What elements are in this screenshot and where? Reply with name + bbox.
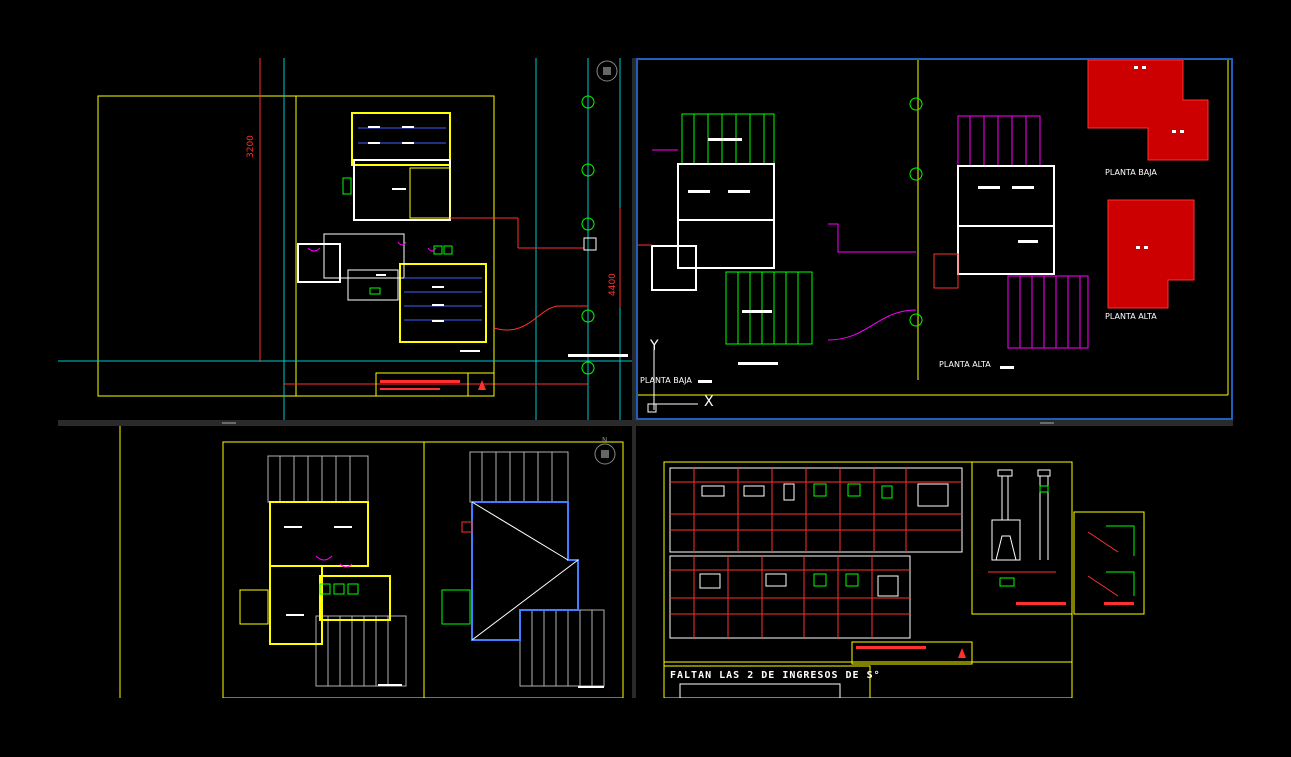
splitter-vertical[interactable] bbox=[632, 58, 636, 698]
viewport-top-right[interactable]: PLANTA BAJA PLANTA ALTA PLANTA BAJA PLAN… bbox=[636, 58, 1233, 420]
label-planta-alta-roof: PLANTA ALTA bbox=[1105, 312, 1157, 321]
viewport-bottom-right[interactable]: FALTAN LAS 2 DE INGRESOS DE S° bbox=[636, 426, 1233, 698]
splitter-horizontal[interactable] bbox=[58, 420, 1233, 426]
ucs-icon bbox=[647, 350, 698, 413]
ucs-axis-y: Y bbox=[650, 338, 659, 354]
label-planta-baja-plan: PLANTA BAJA bbox=[640, 376, 692, 385]
viewport-bottom-left[interactable]: N bbox=[58, 426, 632, 698]
dimension-label-horizontal: 4400 bbox=[608, 273, 618, 296]
drawing-canvas-bottom-right bbox=[663, 461, 1145, 698]
ucs-axis-x: X bbox=[704, 394, 714, 410]
splitter-grip-right[interactable] bbox=[1040, 422, 1054, 424]
compass-icon bbox=[596, 60, 618, 82]
compass-north-label: N bbox=[602, 436, 607, 444]
note-faltan: FALTAN LAS 2 DE INGRESOS DE S° bbox=[670, 670, 881, 681]
label-planta-baja-roof: PLANTA BAJA bbox=[1105, 168, 1157, 177]
dimension-label-vertical: 3200 bbox=[246, 135, 256, 158]
drawing-canvas-top-right bbox=[638, 60, 1229, 413]
splitter-grip-left[interactable] bbox=[222, 422, 236, 424]
drawing-canvas-bottom-left bbox=[119, 426, 624, 698]
label-planta-alta-plan: PLANTA ALTA bbox=[939, 360, 991, 369]
compass-icon: N bbox=[594, 434, 616, 466]
viewport-top-left[interactable]: 3200 4400 bbox=[58, 58, 632, 420]
drawing-canvas-top-left bbox=[58, 58, 632, 420]
